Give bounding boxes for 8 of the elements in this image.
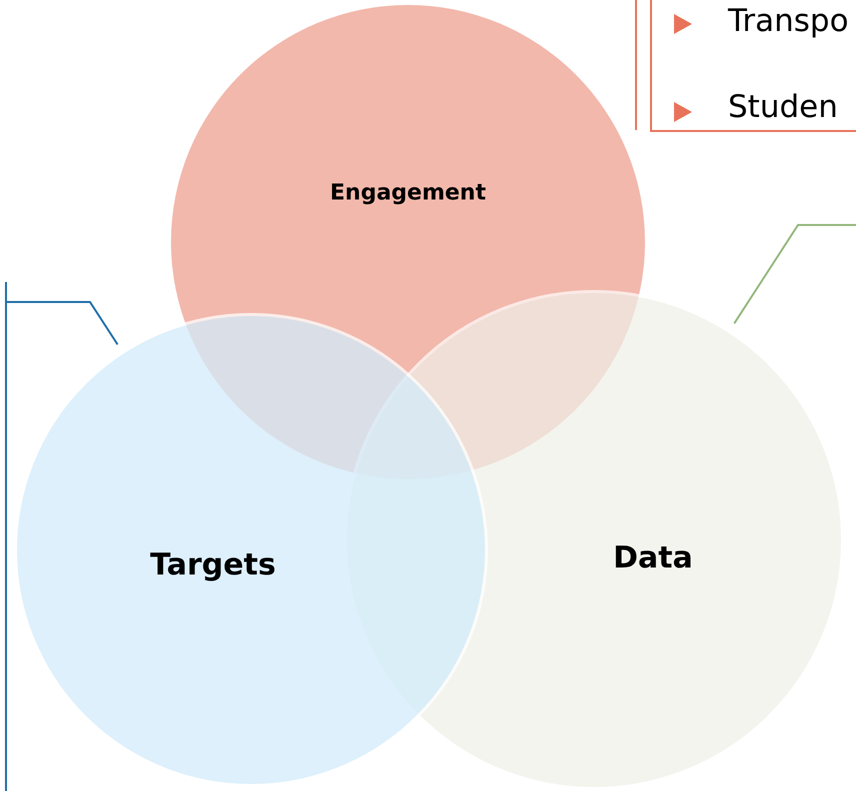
bullet-text: Transpo xyxy=(728,5,849,38)
bullet-list-box xyxy=(650,0,856,132)
circle-label: Engagement xyxy=(330,180,486,206)
circle-label: Targets xyxy=(150,548,276,582)
bullet-text: Studen xyxy=(728,91,838,124)
leader-line xyxy=(733,224,856,324)
circle-label: Data xyxy=(613,540,693,576)
leader-line xyxy=(7,301,118,346)
